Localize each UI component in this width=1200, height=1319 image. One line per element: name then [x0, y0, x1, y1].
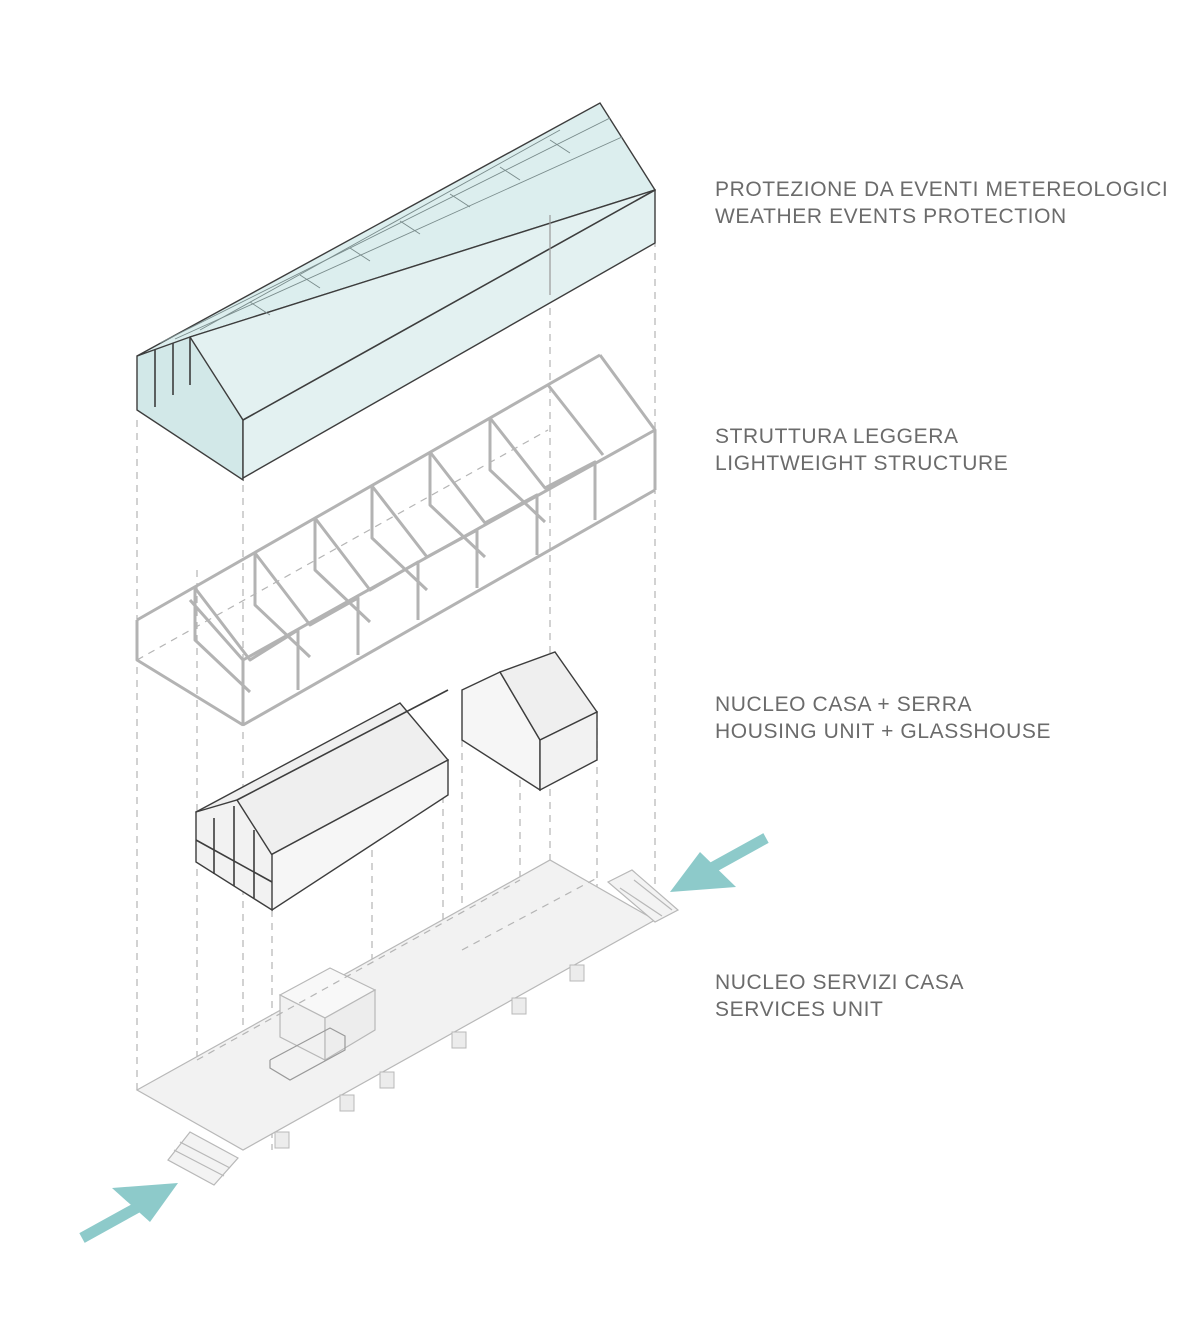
label-structure-italian: STRUTTURA LEGGERA: [715, 425, 959, 448]
label-housing-italian: NUCLEO CASA + SERRA: [715, 693, 973, 716]
label-weather-protection: PROTEZIONE DA EVENTI METEREOLOGICI WEATH…: [715, 176, 1168, 230]
weather-protection-roof: [136, 102, 657, 482]
label-housing-unit: NUCLEO CASA + SERRA HOUSING UNIT + GLASS…: [715, 691, 1051, 745]
lightweight-structure: [135, 353, 657, 727]
platform-deck: [135, 859, 657, 1151]
roof-panel-hatch: [159, 117, 623, 344]
label-weather-english: WEATHER EVENTS PROTECTION: [715, 205, 1067, 228]
label-lightweight-structure: STRUTTURA LEGGERA LIGHTWEIGHT STRUCTURE: [715, 423, 1008, 477]
label-structure-english: LIGHTWEIGHT STRUCTURE: [715, 452, 1009, 475]
label-services-unit: NUCLEO SERVIZI CASA SERVICES UNIT: [715, 969, 964, 1023]
entry-arrow-icon: [79, 1183, 178, 1243]
small-house-side: [539, 710, 598, 792]
label-services-italian: NUCLEO SERVIZI CASA: [715, 971, 965, 994]
roof-right-slope: [188, 189, 656, 480]
projection-lines: [136, 240, 656, 1150]
platform-steps-front: [167, 1131, 239, 1186]
services-core-side: [324, 988, 376, 1062]
label-weather-italian: PROTEZIONE DA EVENTI METEREOLOGICI: [715, 178, 1169, 201]
services-unit-platform: [135, 859, 680, 1186]
label-services-english: SERVICES UNIT: [715, 998, 884, 1021]
platform-steps-back: [606, 869, 680, 923]
label-housing-english: HOUSING UNIT + GLASSHOUSE: [715, 720, 1052, 743]
housing-unit-glasshouse: [194, 651, 599, 912]
exit-arrow-icon: [670, 833, 769, 892]
